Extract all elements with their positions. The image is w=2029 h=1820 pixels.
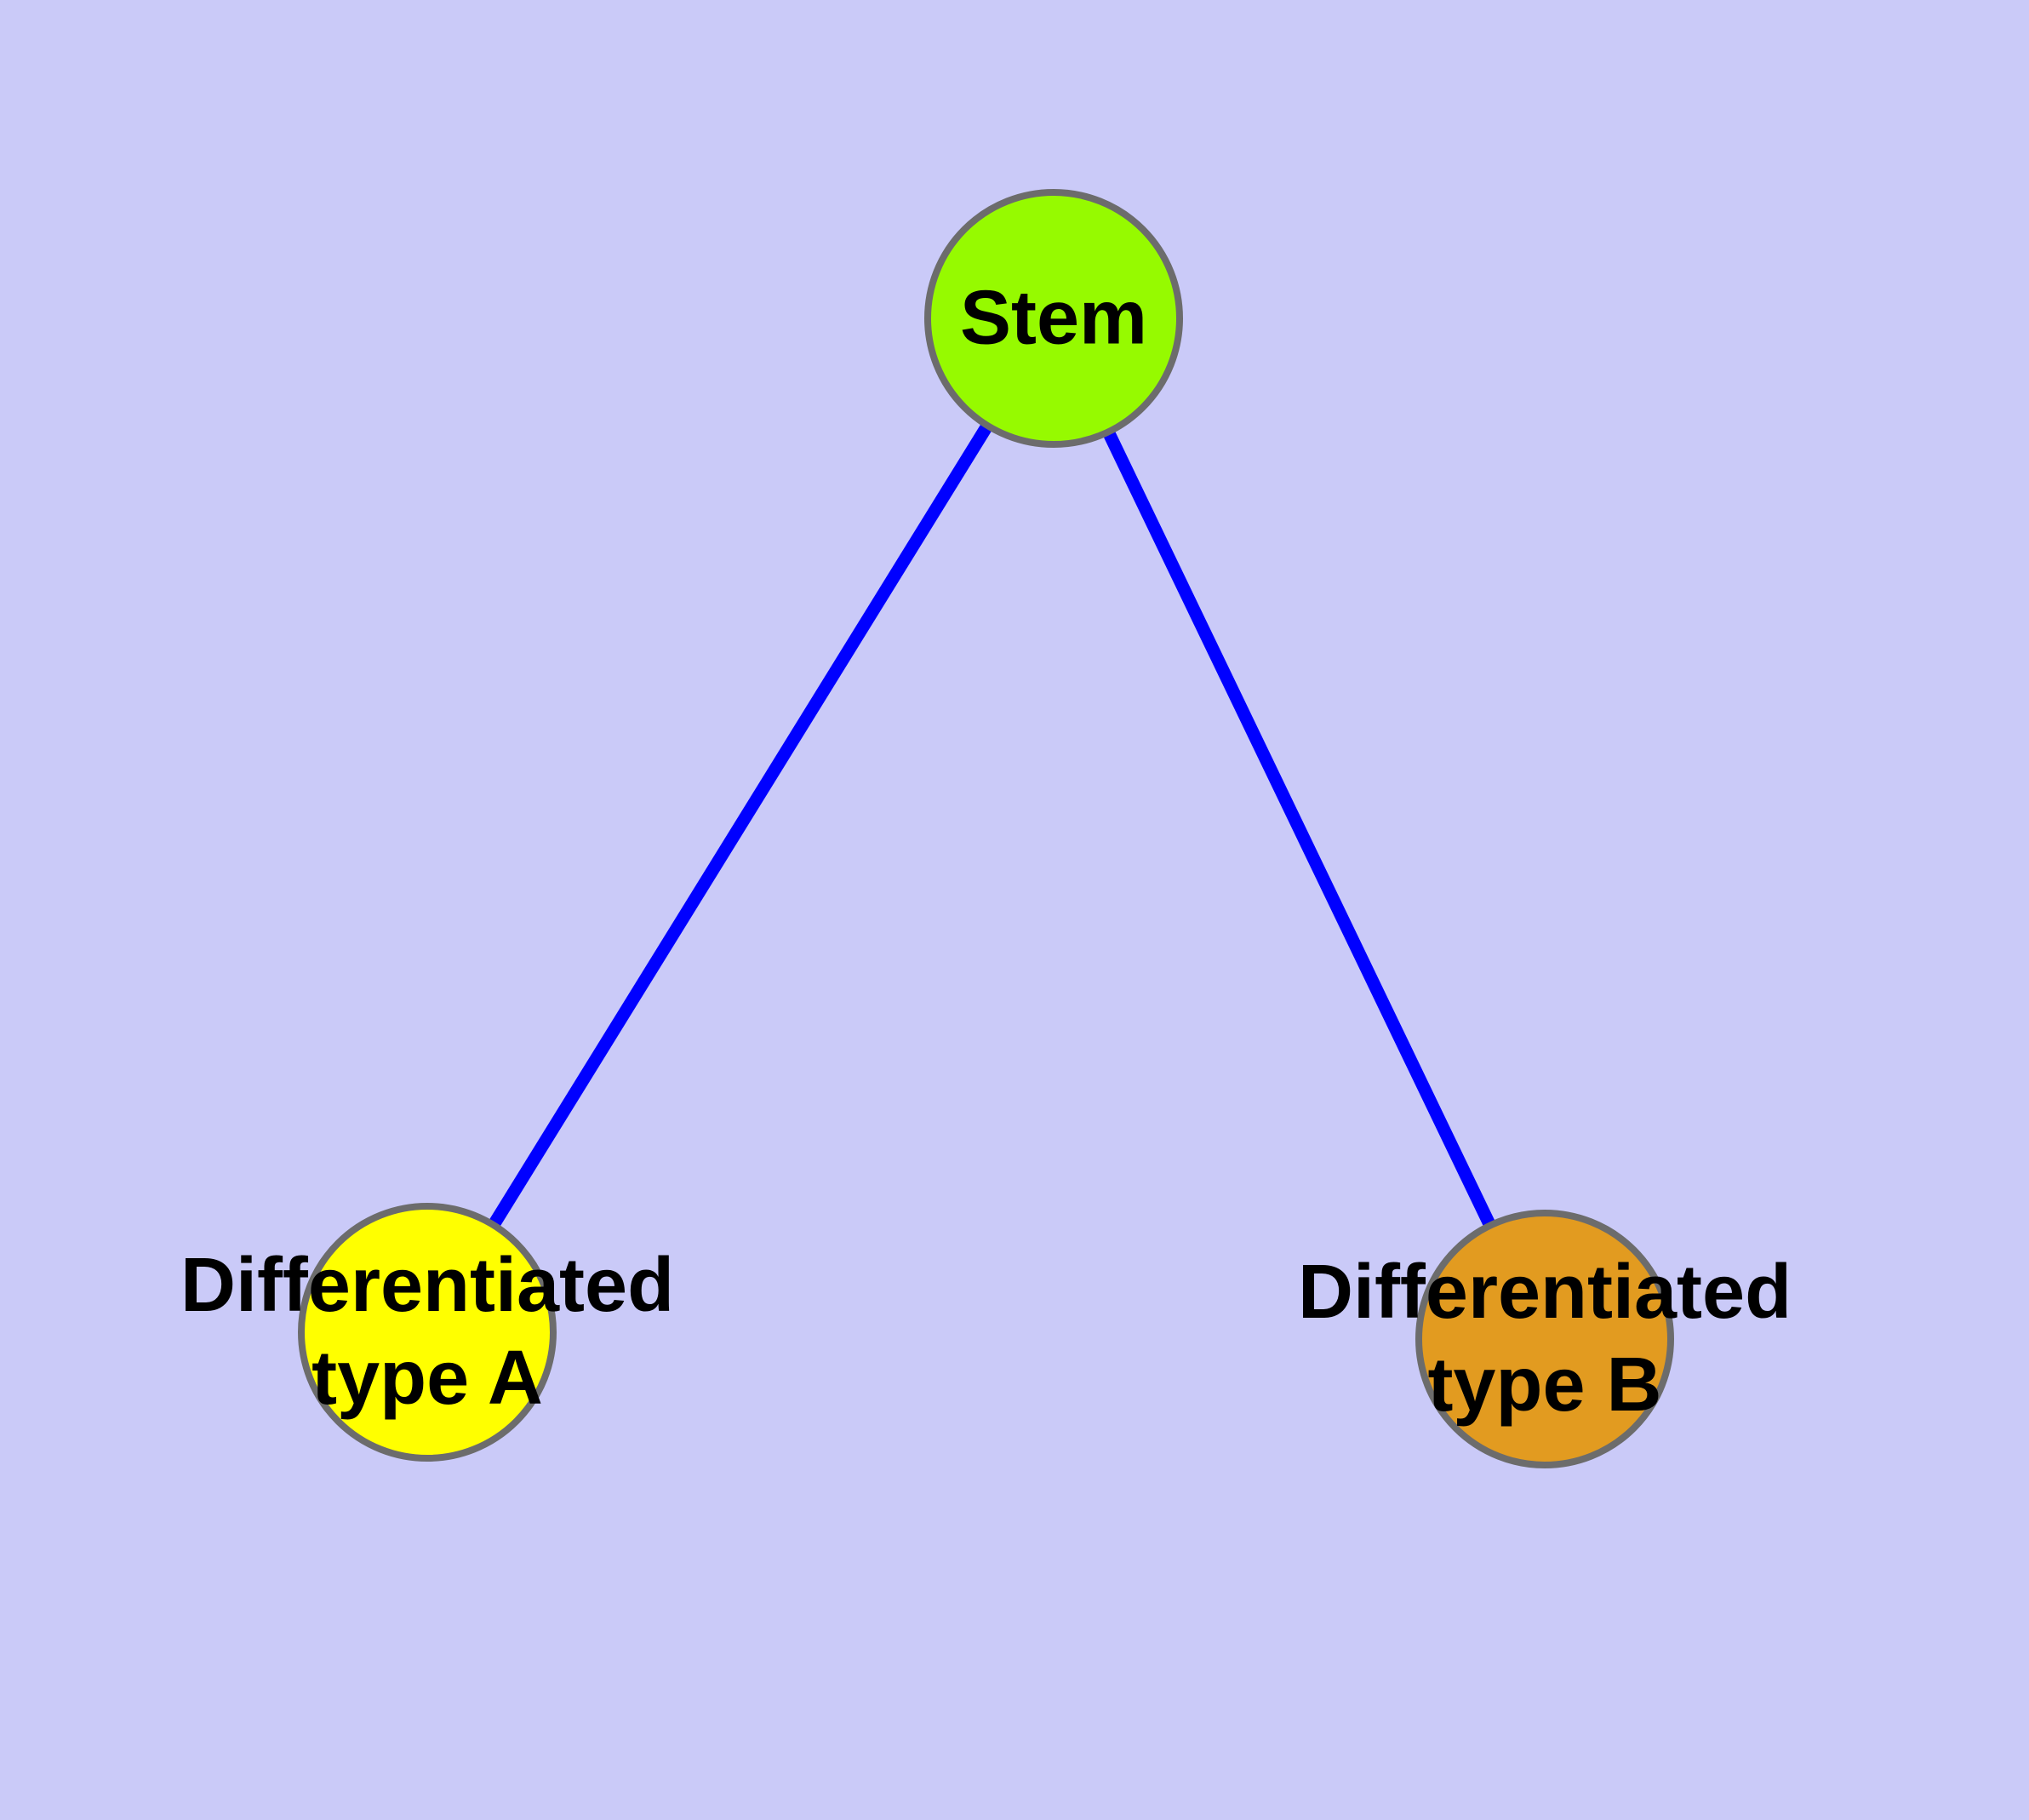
node-type-a-circle xyxy=(298,1203,557,1462)
edge-stem-to-type-b xyxy=(1048,315,1551,1342)
edge-stem-to-type-a xyxy=(421,315,1060,1336)
node-type-b-circle xyxy=(1415,1210,1674,1468)
node-stem-circle xyxy=(924,189,1183,448)
